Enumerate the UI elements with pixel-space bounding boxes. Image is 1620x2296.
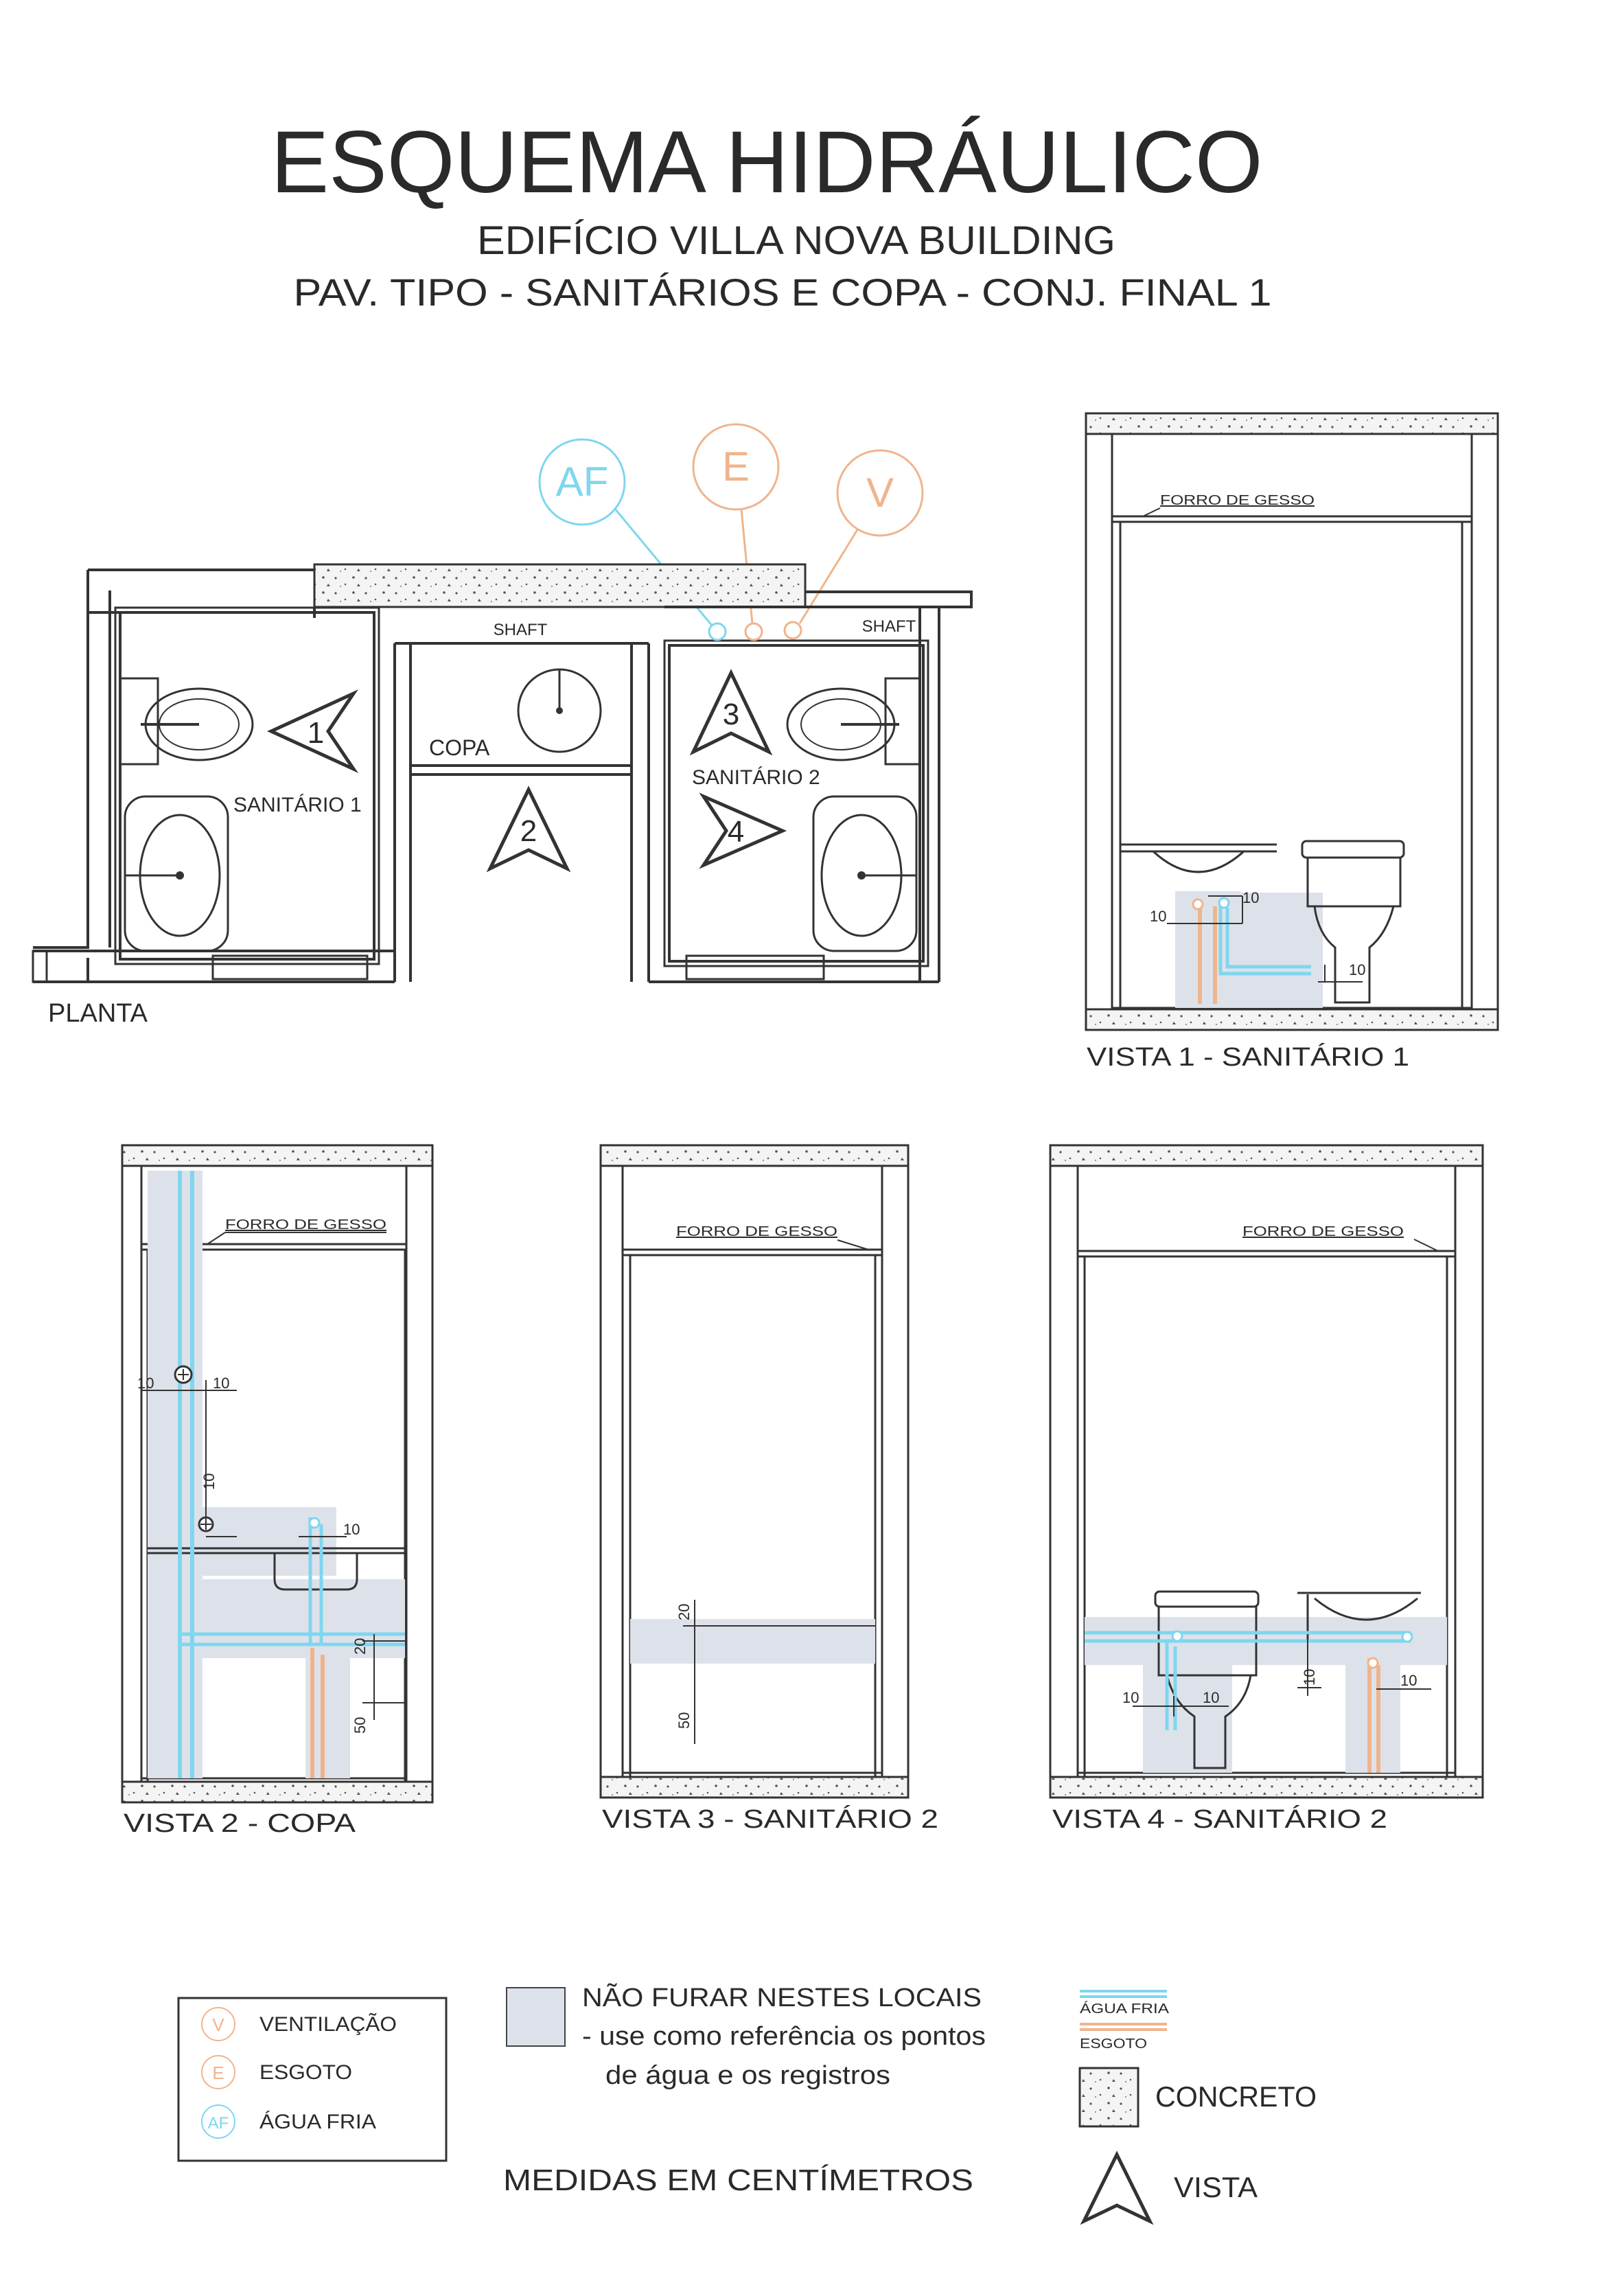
diagram-subtitle-floor: PAV. TIPO - SANITÁRIOS E COPA - CONJ. FI… [294, 271, 1272, 314]
vista-marker-icon [1080, 2150, 1154, 2225]
svg-text:10: 10 [1349, 961, 1365, 978]
svg-text:10: 10 [1242, 889, 1259, 906]
svg-text:ESGOTO: ESGOTO [259, 2061, 352, 2084]
svg-text:50: 50 [675, 1712, 693, 1729]
view-marker-3: 3 [689, 669, 773, 756]
svg-text:20: 20 [675, 1604, 693, 1620]
view-2-caption: VISTA 2 - COPA [124, 1809, 356, 1838]
svg-text:10: 10 [137, 1375, 154, 1392]
svg-text:FORRO DE GESSO: FORRO DE GESSO [1160, 493, 1315, 508]
svg-text:10: 10 [200, 1473, 218, 1490]
view-3-sanitario-2: FORRO DE GESSO 20 50 VISTA 3 - SANITÁRIO… [599, 1144, 938, 1834]
label-sanitario-1: SANITÁRIO 1 [233, 794, 362, 816]
diagram-title: ESQUEMA HIDRÁULICO [271, 113, 1263, 211]
svg-text:NÃO FURAR NESTES LOCAIS: NÃO FURAR NESTES LOCAIS [582, 1983, 982, 2012]
svg-text:AF: AF [556, 459, 609, 505]
view-3-caption: VISTA 3 - SANITÁRIO 2 [602, 1804, 938, 1834]
label-shaft-left: SHAFT [494, 621, 548, 639]
svg-text:ÁGUA FRIA: ÁGUA FRIA [259, 2111, 376, 2133]
view-2-copa: FORRO DE GESSO 10 10 10 10 20 50 VISTA 2… [121, 1144, 434, 1838]
label-sanitario-2: SANITÁRIO 2 [692, 766, 820, 789]
svg-text:ÁGUA FRIA: ÁGUA FRIA [1080, 2001, 1170, 2017]
svg-text:10: 10 [343, 1521, 360, 1538]
legend-vista: VISTA [1080, 2150, 1258, 2225]
diagram-subtitle-building: EDIFÍCIO VILLA NOVA BUILDING [477, 218, 1115, 263]
legend-esgoto: E ESGOTO [201, 2055, 352, 2089]
svg-text:10: 10 [1301, 1669, 1318, 1686]
svg-text:1: 1 [308, 716, 324, 750]
svg-text:10: 10 [1150, 908, 1166, 925]
svg-text:4: 4 [728, 815, 744, 849]
svg-text:20: 20 [351, 1638, 369, 1655]
svg-text:10: 10 [213, 1375, 229, 1392]
svg-text:E: E [722, 444, 750, 490]
svg-text:V: V [866, 470, 894, 516]
svg-text:FORRO DE GESSO: FORRO DE GESSO [676, 1224, 837, 1239]
svg-text:CONCRETO: CONCRETO [1155, 2080, 1317, 2113]
svg-text:VENTILAÇÃO: VENTILAÇÃO [259, 2012, 397, 2036]
svg-text:FORRO DE GESSO: FORRO DE GESSO [225, 1217, 386, 1232]
legend-ventilacao: V VENTILAÇÃO [201, 2007, 397, 2041]
svg-text:FORRO DE GESSO: FORRO DE GESSO [1242, 1224, 1404, 1239]
legend-pipes: ÁGUA FRIA ESGOTO [1080, 1990, 1170, 2052]
svg-text:de água e os registros: de água e os registros [605, 2061, 890, 2090]
legend: V VENTILAÇÃO E ESGOTO AF ÁGUA FRIA NÃO F… [177, 1983, 1317, 2225]
svg-text:AF: AF [208, 2114, 229, 2133]
svg-text:- use como referência os ponto: - use como referência os pontos [582, 2022, 986, 2051]
view-1-sanitario-1: FORRO DE GESSO 10 10 10 VISTA 1 - SANITÁ… [1085, 412, 1499, 1072]
legend-medidas: MEDIDAS EM CENTÍMETROS [503, 2163, 973, 2197]
view-4-sanitario-2: FORRO DE GESSO 10 10 10 10 VISTA 4 - SAN… [1049, 1144, 1484, 1834]
view-marker-2: 2 [486, 785, 571, 873]
svg-text:10: 10 [1122, 1689, 1139, 1706]
svg-text:E: E [212, 2063, 224, 2083]
label-copa: COPA [429, 735, 490, 760]
svg-text:2: 2 [520, 814, 537, 848]
svg-text:10: 10 [1203, 1689, 1219, 1706]
legend-agua-fria: AF ÁGUA FRIA [201, 2104, 376, 2139]
legend-no-drill: NÃO FURAR NESTES LOCAIS - use como refer… [506, 1983, 986, 2090]
legend-concreto: CONCRETO [1078, 2067, 1317, 2128]
header: ESQUEMA HIDRÁULICO EDIFÍCIO VILLA NOVA B… [271, 113, 1272, 314]
plan-concrete-beam [313, 563, 807, 608]
svg-text:V: V [212, 2014, 224, 2035]
floor-plan: AF E V [32, 423, 973, 1028]
svg-text:3: 3 [723, 698, 739, 731]
svg-text:ESGOTO: ESGOTO [1080, 2036, 1147, 2052]
view-marker-1: 1 [266, 689, 359, 773]
view-4-caption: VISTA 4 - SANITÁRIO 2 [1052, 1804, 1387, 1834]
svg-text:10: 10 [1400, 1672, 1417, 1689]
bubble-ventilacao: V [798, 449, 924, 624]
svg-text:VISTA: VISTA [1174, 2171, 1258, 2203]
view-marker-4: 4 [699, 792, 787, 869]
svg-text:50: 50 [351, 1717, 369, 1734]
plan-caption: PLANTA [48, 999, 148, 1028]
label-shaft-right: SHAFT [862, 617, 916, 636]
view-1-caption: VISTA 1 - SANITÁRIO 1 [1087, 1042, 1409, 1072]
